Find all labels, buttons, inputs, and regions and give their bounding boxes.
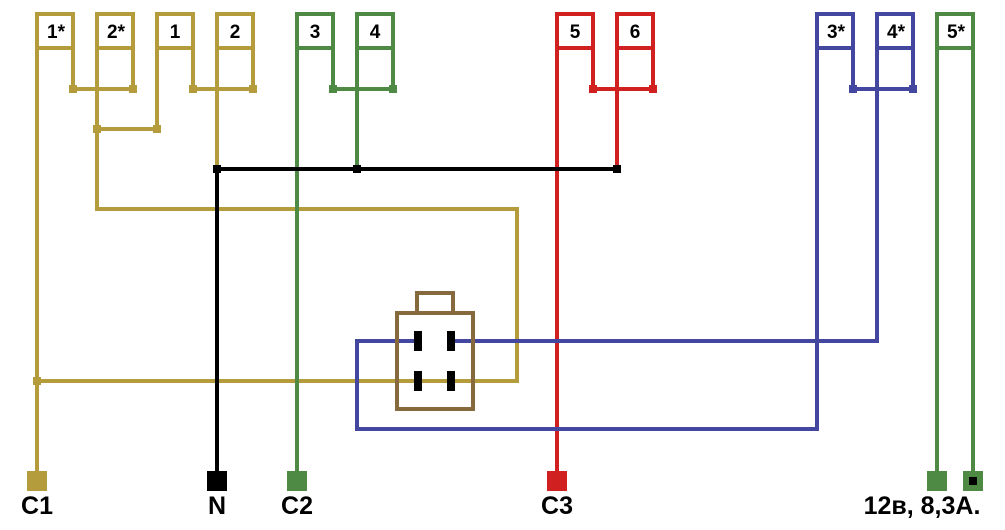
- wire-t3s: [355, 12, 819, 431]
- terminal-box-t1s: [35, 12, 75, 50]
- output-terminal-c2: [287, 471, 307, 491]
- wire-blue-group: [355, 12, 915, 431]
- terminal-label: 4*: [887, 22, 906, 43]
- terminal-box-t3s: [815, 12, 855, 50]
- terminal-label: 1*: [47, 22, 66, 43]
- junction-dot: [153, 125, 161, 133]
- terminal-label: 5*: [947, 22, 966, 43]
- terminal-box-t4: [355, 12, 395, 50]
- wire-t1: [95, 12, 159, 131]
- terminal-label: 3*: [827, 22, 846, 43]
- junction-dot: [613, 165, 621, 173]
- wire-green-group: [295, 12, 975, 477]
- output-terminal-12v-b-center: [969, 477, 977, 485]
- junction-dot: [69, 85, 77, 93]
- output-label-c2: C2: [281, 492, 313, 520]
- wire-t4s: [450, 12, 879, 343]
- junction-dot: [649, 85, 657, 93]
- output-terminal-c3: [547, 471, 567, 491]
- output-label-n: N: [208, 492, 226, 520]
- output-label-12v: 12в, 8,3А.: [864, 492, 981, 520]
- wire-t2s-left: [35, 12, 519, 383]
- terminal-label: 5: [570, 22, 581, 43]
- output-terminal-12v-a: [927, 471, 947, 491]
- wire-t5-right: [591, 46, 655, 91]
- terminal-label: 6: [630, 22, 641, 43]
- connector-pin: [447, 371, 455, 391]
- terminal-label: 2*: [107, 22, 126, 43]
- output-label-c1: C1: [21, 492, 53, 520]
- connector-tab: [415, 291, 455, 315]
- junction-dot: [213, 165, 221, 173]
- connector: [395, 291, 475, 411]
- wire-t3s-right: [851, 46, 915, 91]
- terminal-box-t5: [555, 12, 595, 50]
- wire-t1s-right: [71, 46, 135, 91]
- terminal-box-t2s: [95, 12, 135, 50]
- wire-t3-right: [331, 46, 395, 91]
- terminal-box-t3: [295, 12, 335, 50]
- junction-dot: [249, 85, 257, 93]
- junction-dot: [849, 85, 857, 93]
- wire-red-group: [555, 12, 655, 477]
- output-terminals: [27, 471, 983, 491]
- junction-dot: [33, 377, 41, 385]
- wire-yellow-group: [35, 12, 519, 477]
- junction-dot: [129, 85, 137, 93]
- junction-dot: [189, 85, 197, 93]
- connector-body: [395, 311, 475, 411]
- wire-t1-right: [191, 46, 255, 91]
- terminal-box-t6: [615, 12, 655, 50]
- terminal-box-t1: [155, 12, 195, 50]
- output-label-c3: C3: [541, 492, 573, 520]
- junction-dot: [589, 85, 597, 93]
- junction-dot: [389, 85, 397, 93]
- junction-dot: [329, 85, 337, 93]
- connector-pin: [447, 331, 455, 351]
- junctions: [33, 85, 917, 385]
- connector-pin: [414, 331, 422, 351]
- output-terminal-n: [207, 471, 227, 491]
- connector-pin: [414, 371, 422, 391]
- junction-dot: [353, 165, 361, 173]
- terminal-label: 4: [370, 22, 381, 43]
- terminal-label: 1: [170, 22, 181, 43]
- junction-dot: [909, 85, 917, 93]
- terminal-box-t5s: [935, 12, 975, 50]
- terminal-label: 3: [310, 22, 321, 43]
- wire-neutral-group: [215, 167, 619, 477]
- terminal-box-t4s: [875, 12, 915, 50]
- output-terminal-c1: [27, 471, 47, 491]
- terminal-label: 2: [230, 22, 241, 43]
- junction-dot: [93, 125, 101, 133]
- terminal-box-t2: [215, 12, 255, 50]
